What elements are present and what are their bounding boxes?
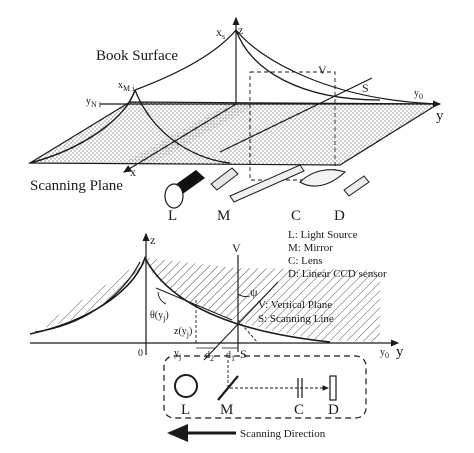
mirror-slab (210, 167, 239, 191)
yni-label: yN i (86, 96, 102, 109)
m-label-top: M (217, 208, 230, 224)
psi-label: ψ (250, 285, 258, 299)
z-label-bottom: z (150, 233, 155, 247)
y0-label-bottom: y0 (380, 347, 389, 360)
z-yj-label: z(yj) (174, 326, 192, 339)
ccd-sensor-slab (343, 175, 370, 197)
lens-shape (299, 169, 347, 187)
book-surface-back-curve (235, 29, 439, 105)
scanning-plane-shade (120, 104, 258, 165)
book-surface-label: Book Surface (96, 48, 178, 64)
scanner-module-box (163, 355, 367, 419)
y-label-bottom: y (396, 344, 404, 360)
d-label-top: D (334, 208, 345, 224)
origin-label: 0 (138, 348, 143, 359)
y0-label-top: y0 (414, 88, 423, 101)
book-profile-curve (29, 256, 331, 343)
book-surface-top-curve-right (235, 29, 381, 101)
legend-item: L: Light Source (288, 229, 358, 241)
scanning-line-bottom (203, 281, 279, 361)
book-surface-top-curve-left (134, 29, 237, 91)
v-label-bottom: V (232, 241, 241, 255)
v-label-top: V (318, 63, 327, 77)
hatched-cross-section (35, 258, 380, 342)
scanning-direction-label: Scanning Direction (240, 428, 326, 440)
yj-label: yj (174, 348, 181, 361)
xs-label: xs (216, 25, 225, 41)
theta-arc (157, 291, 167, 305)
c-label-top: C (291, 208, 301, 224)
book-profile-left-branch (34, 261, 141, 333)
theta-label: θ(yj) (150, 310, 169, 323)
l-label-top: L (168, 208, 177, 224)
xmi-label: xM i (118, 80, 135, 93)
inner-cross-section (52, 262, 300, 340)
d-dashed (237, 319, 259, 344)
legend-item: C: Lens (288, 255, 323, 267)
vertical-plane-key: V: Vertical Plane (258, 299, 332, 311)
x-axis (122, 103, 237, 173)
s-label-bottom: S (240, 347, 247, 361)
c-label-bottom: C (294, 402, 304, 418)
y-label-top: y (436, 108, 444, 124)
scanning-plane-label: Scanning Plane (30, 178, 123, 194)
z-label-top: z (238, 23, 243, 37)
book-surface-left-curve (29, 89, 136, 164)
s-label-top: S (362, 81, 369, 95)
bottom-2d-panel: z V ψ θ(yj) z(yj) 0 yj d2 d1 S y0 y V: V… (29, 232, 404, 442)
psi-arc (237, 293, 251, 297)
scanning-line-key: S: Scanning Line (258, 313, 334, 325)
m-label-bottom: M (220, 402, 233, 418)
light-source-cylinder (164, 170, 205, 209)
light-source-circle (174, 374, 198, 398)
d-label-bottom: D (328, 402, 339, 418)
l-label-bottom: L (181, 402, 190, 418)
x-label-top: x (130, 165, 136, 179)
prism-slab (229, 164, 305, 203)
ccd-sensor-rect (329, 375, 337, 401)
scanning-line-s (219, 77, 373, 153)
legend-item: M: Mirror (288, 242, 333, 254)
book-surface-mid-curve (134, 89, 231, 164)
tangent-line (155, 287, 233, 321)
top-3d-panel: Book Surface Scanning Plane z xs xM i yN… (27, 16, 444, 224)
